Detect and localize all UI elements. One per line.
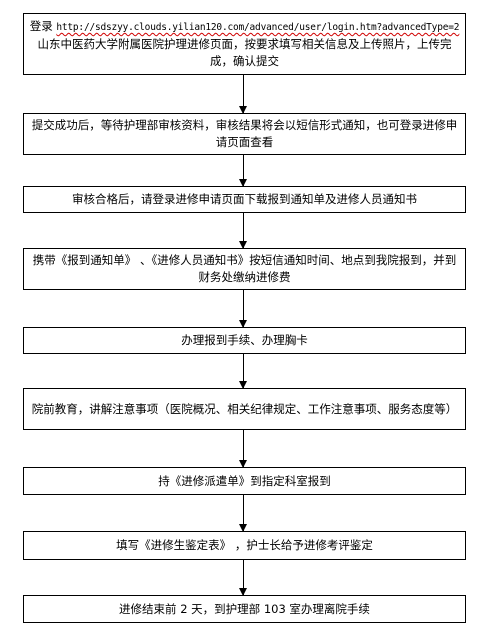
step-4-text: 携带《报到通知单》 、《进修人员通知书》按短信通知时间、地点到我院报到，并到财务…: [32, 253, 457, 284]
flow-arrow: [239, 155, 247, 187]
flow-step-4: 携带《报到通知单》 、《进修人员通知书》按短信通知时间、地点到我院报到，并到财务…: [23, 248, 466, 290]
step-1-login-line: 登录 http://sdszyy.clouds.yilian120.com/ad…: [30, 18, 460, 36]
login-url: http://sdszyy.clouds.yilian120.com/advan…: [56, 22, 460, 33]
step-9-text: 进修结束前 2 天，到护理部 103 室办理离院手续: [119, 601, 370, 616]
flow-step-1: 登录 http://sdszyy.clouds.yilian120.com/ad…: [23, 13, 466, 75]
flow-step-2: 提交成功后，等待护理部审核资料，审核结果将会以短信形式通知，也可登录进修申请页面…: [23, 113, 466, 155]
step-3-text: 审核合格后，请登录进修申请页面下载报到通知单及进修人员通知书: [72, 192, 417, 206]
flow-step-8: 填写《进修生鉴定表》 ，护士长给予进修考评鉴定: [23, 531, 466, 560]
flow-arrow: [239, 560, 247, 596]
step-5-text: 办理报到手续、办理胸卡: [181, 333, 308, 347]
flow-step-7: 持《进修派遣单》到指定科室报到: [23, 467, 466, 495]
step-7-text: 持《进修派遣单》到指定科室报到: [158, 473, 331, 488]
step-1-prefix: 登录: [29, 19, 53, 33]
step-2-text: 提交成功后，等待护理部审核资料，审核结果将会以短信形式通知，也可登录进修申请页面…: [31, 118, 458, 149]
flow-arrow: [239, 290, 247, 328]
step-1-text: 山东中医药大学附属医院护理进修页面，按要求填写相关信息及上传照片，上传完成，确认…: [37, 37, 452, 68]
flow-arrow: [239, 430, 247, 468]
step-6-text: 院前教育，讲解注意事项（医院概况、相关纪律规定、工作注意事项、服务态度等）: [31, 401, 458, 416]
flow-arrow: [239, 495, 247, 532]
flow-step-6: 院前教育，讲解注意事项（医院概况、相关纪律规定、工作注意事项、服务态度等）: [23, 388, 466, 430]
flow-step-5: 办理报到手续、办理胸卡: [23, 327, 466, 354]
flow-step-9: 进修结束前 2 天，到护理部 103 室办理离院手续: [23, 595, 466, 623]
flow-arrow: [239, 213, 247, 249]
flow-step-3: 审核合格后，请登录进修申请页面下载报到通知单及进修人员通知书: [23, 186, 466, 213]
flow-arrow: [239, 75, 247, 114]
step-8-text: 填写《进修生鉴定表》 ，护士长给予进修考评鉴定: [116, 538, 373, 552]
flow-arrow: [239, 354, 247, 389]
